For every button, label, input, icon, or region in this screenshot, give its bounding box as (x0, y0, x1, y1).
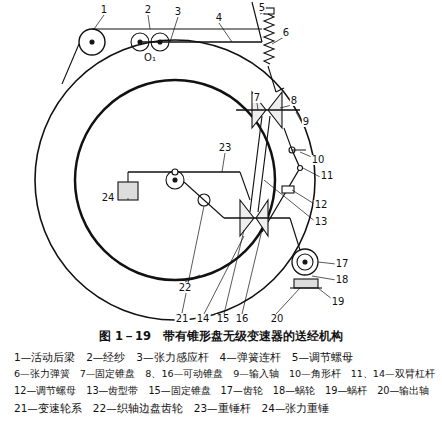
callout-number: 10 (311, 155, 326, 165)
callout-number: 24 (101, 193, 116, 203)
callout-number: 8 (290, 96, 298, 106)
legend-line: 6—张力弹簧 7—固定锥盘 8、16—可动锥盘 9—输入轴 10—角形杆 11、… (14, 369, 435, 379)
legend-line: 21—变速轮系 22—织轴边盘齿轮 23—重锤杆 24—张力重锤 (14, 403, 329, 414)
callout-number: 23 (218, 143, 233, 153)
legend-line: 1—活动后梁 2—经纱 3—张力感应杆 4—弹簧连杆 5—调节螺母 (14, 352, 353, 363)
callout-number: 19 (331, 297, 346, 307)
callout-number: 2 (144, 5, 152, 15)
callout-number: 4 (215, 13, 223, 23)
callout-number: 11 (320, 171, 335, 181)
callout-number: 7 (253, 93, 261, 103)
callout-number: 12 (314, 200, 329, 210)
callout-number: 21 (175, 314, 190, 324)
callout-number: 5 (258, 3, 266, 13)
callout-number: 20 (270, 314, 285, 324)
callout-number: 15 (216, 314, 231, 324)
callout-number: 1 (100, 5, 108, 15)
callout-number: 13 (314, 217, 329, 227)
callout-number: 17 (335, 259, 350, 269)
callout-number: 9 (302, 117, 310, 127)
callout-number: 16 (235, 314, 250, 324)
callout-number: 3 (174, 7, 182, 17)
figure-caption: 图 1－19 带有锥形盘无级变速器的送经机构 (99, 331, 343, 343)
callout-number: 22 (178, 283, 193, 293)
callout-number: 18 (335, 275, 350, 285)
callout-number: O₁ (143, 53, 157, 63)
callout-number: 14 (196, 314, 211, 324)
legend-line: 12—调节螺母 13—齿型带 15—固定锥盘 17—齿轮 18—蜗轮 19—蜗杆… (14, 386, 429, 396)
callout-number: 6 (282, 28, 290, 38)
